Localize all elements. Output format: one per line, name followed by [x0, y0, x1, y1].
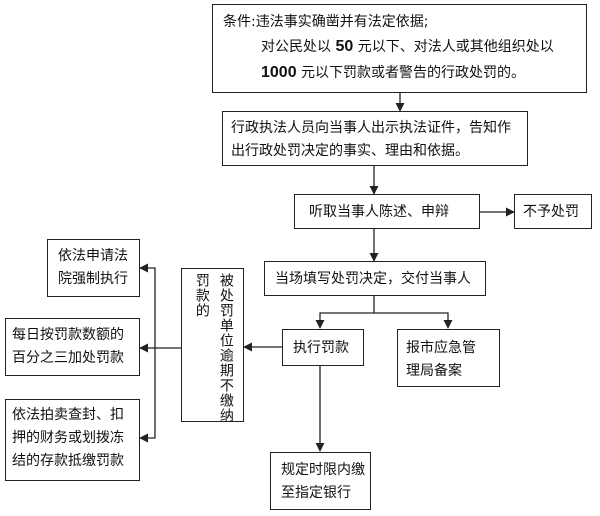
auction-seized-line1: 依法拍卖查封、扣 — [12, 407, 124, 423]
conditions-box: 条件:违法事实确凿并有法定依据; 对公民处以 50 元以下、对法人或其他组织处以… — [212, 4, 587, 93]
pay-bank-line1: 规定时限内缴 — [281, 462, 365, 478]
execute-penalty-box: 执行罚款 — [282, 329, 364, 366]
daily-fine-line2: 百分之三加处罚款 — [12, 350, 124, 367]
conditions-line3-suffix: 元以下罚款或者警告的行政处罚的。 — [296, 65, 526, 82]
arrow-decision-branch — [315, 296, 375, 329]
daily-fine-line1: 每日按罚款数额的 — [12, 327, 124, 343]
auction-seized-line3: 结的存款抵缴罚款 — [12, 453, 124, 470]
left-bus — [139, 263, 181, 349]
hear-statement-text: 听取当事人陈述、申辩 — [309, 204, 449, 220]
conditions-amount-1000: 1000 — [261, 64, 297, 82]
no-penalty-box: 不予处罚 — [514, 194, 592, 229]
apply-court-line1: 依法申请法 — [58, 248, 128, 264]
apply-court-line2: 院强制执行 — [58, 271, 128, 288]
apply-court-box: 依法申请法 院强制执行 — [47, 239, 140, 297]
arrow-decision-to-report — [374, 312, 453, 329]
no-penalty-text: 不予处罚 — [523, 204, 579, 220]
auction-seized-line2: 押的财务或划拨冻 — [12, 430, 124, 447]
show-certificate-box: 行政执法人员向当事人出示执法证件，告知作 出行政处罚决定的事实、理由和依据。 — [222, 111, 528, 166]
daily-fine-box: 每日按罚款数额的 百分之三加处罚款 — [5, 318, 140, 376]
show-certificate-line1: 行政执法人员向当事人出示执法证件，告知作 — [231, 120, 511, 136]
pay-bank-line2: 至指定银行 — [281, 485, 351, 502]
conditions-line1: 条件:违法事实确凿并有法定依据; — [223, 14, 429, 30]
execute-penalty-text: 执行罚款 — [293, 340, 349, 356]
fill-decision-text: 当场填写处罚决定，交付当事人 — [275, 271, 471, 287]
arrow-to-auction — [139, 348, 156, 443]
overdue-party-col1: 被处罚单位逾期不缴纳 — [217, 273, 234, 423]
overdue-party-col2: 罚款的 — [193, 273, 210, 318]
hear-statement-box: 听取当事人陈述、申辩 — [294, 194, 480, 229]
show-certificate-line2: 出行政处罚决定的事实、理由和依据。 — [231, 143, 469, 160]
report-filing-box: 报市应急管 理局备案 — [397, 329, 500, 387]
pay-bank-box: 规定时限内缴 至指定银行 — [270, 452, 371, 510]
overdue-party-box: 被处罚单位逾期不缴纳 罚款的 — [181, 268, 244, 423]
conditions-amount-50: 50 — [335, 38, 354, 56]
report-filing-line2: 理局备案 — [406, 363, 462, 380]
conditions-line2-suffix: 元以下、对法人或其他组织处以 — [353, 39, 554, 56]
report-filing-line1: 报市应急管 — [406, 340, 476, 356]
fill-decision-box: 当场填写处罚决定，交付当事人 — [264, 261, 486, 296]
auction-seized-box: 依法拍卖查封、扣 押的财务或划拨冻 结的存款抵缴罚款 — [5, 399, 140, 481]
conditions-line2-prefix: 对公民处以 — [261, 39, 336, 56]
